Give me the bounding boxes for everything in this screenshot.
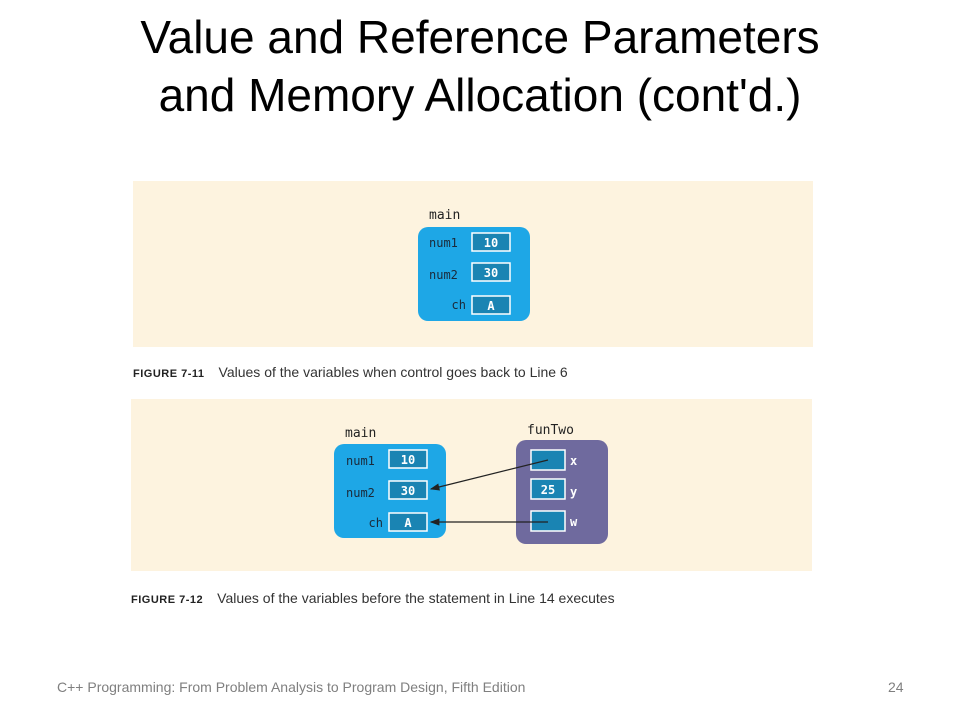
var-name-ch: ch [452,298,466,312]
var-cell-ch [471,295,511,315]
var-cell-num2 [471,262,511,282]
var-value-num2: 30 [401,484,415,498]
var-cell-num1 [471,232,511,252]
var-name-num1: num1 [429,236,458,250]
reference-arrow-x-to-num2 [429,459,549,491]
main-label: main [345,426,376,441]
funtwo-label: funTwo [527,423,574,438]
param-cell-y [530,478,566,500]
figure-7-11-caption: FIGURE 7-11 Values of the variables when … [133,364,568,380]
var-value-num1: 10 [401,453,415,467]
param-name-w: w [570,515,578,529]
var-value-num1: 10 [484,236,498,250]
figure-7-11-panel: main num1 10 num2 30 ch A [133,181,813,347]
figure-7-12-diagram: main num1 10 num2 30 ch A funTwo x 25 y … [334,423,608,544]
param-name-x: x [570,454,577,468]
page-number: 24 [888,679,904,695]
figure-label: FIGURE 7-12 [131,594,204,606]
var-name-num1: num1 [346,454,375,468]
main-label: main [429,208,460,223]
var-name-num2: num2 [346,486,375,500]
param-name-y: y [570,485,577,499]
title-line-2: and Memory Allocation (cont'd.) [158,69,802,121]
slide-title: Value and Reference Parameters and Memor… [0,8,960,124]
figure-caption-text: Values of the variables when control goe… [218,364,568,380]
figure-7-12-caption: FIGURE 7-12 Values of the variables befor… [131,590,615,606]
var-value-num2: 30 [484,266,498,280]
var-name-num2: num2 [429,268,458,282]
var-cell-ch [388,512,428,532]
param-value-y: 25 [541,483,555,497]
figure-caption-text: Values of the variables before the state… [217,590,615,606]
var-value-ch: A [487,299,495,313]
figure-label: FIGURE 7-11 [133,368,205,380]
var-cell-num2 [388,480,428,500]
slide-footer: C++ Programming: From Problem Analysis t… [57,679,526,695]
param-cell-w [530,510,566,532]
var-name-ch: ch [369,516,383,530]
figure-7-12-panel: main num1 10 num2 30 ch A funTwo x 25 y … [131,399,812,571]
var-cell-num1 [388,449,428,469]
title-line-1: Value and Reference Parameters [140,11,820,63]
var-value-ch: A [404,516,412,530]
figure-7-11-diagram: main num1 10 num2 30 ch A [418,208,530,321]
